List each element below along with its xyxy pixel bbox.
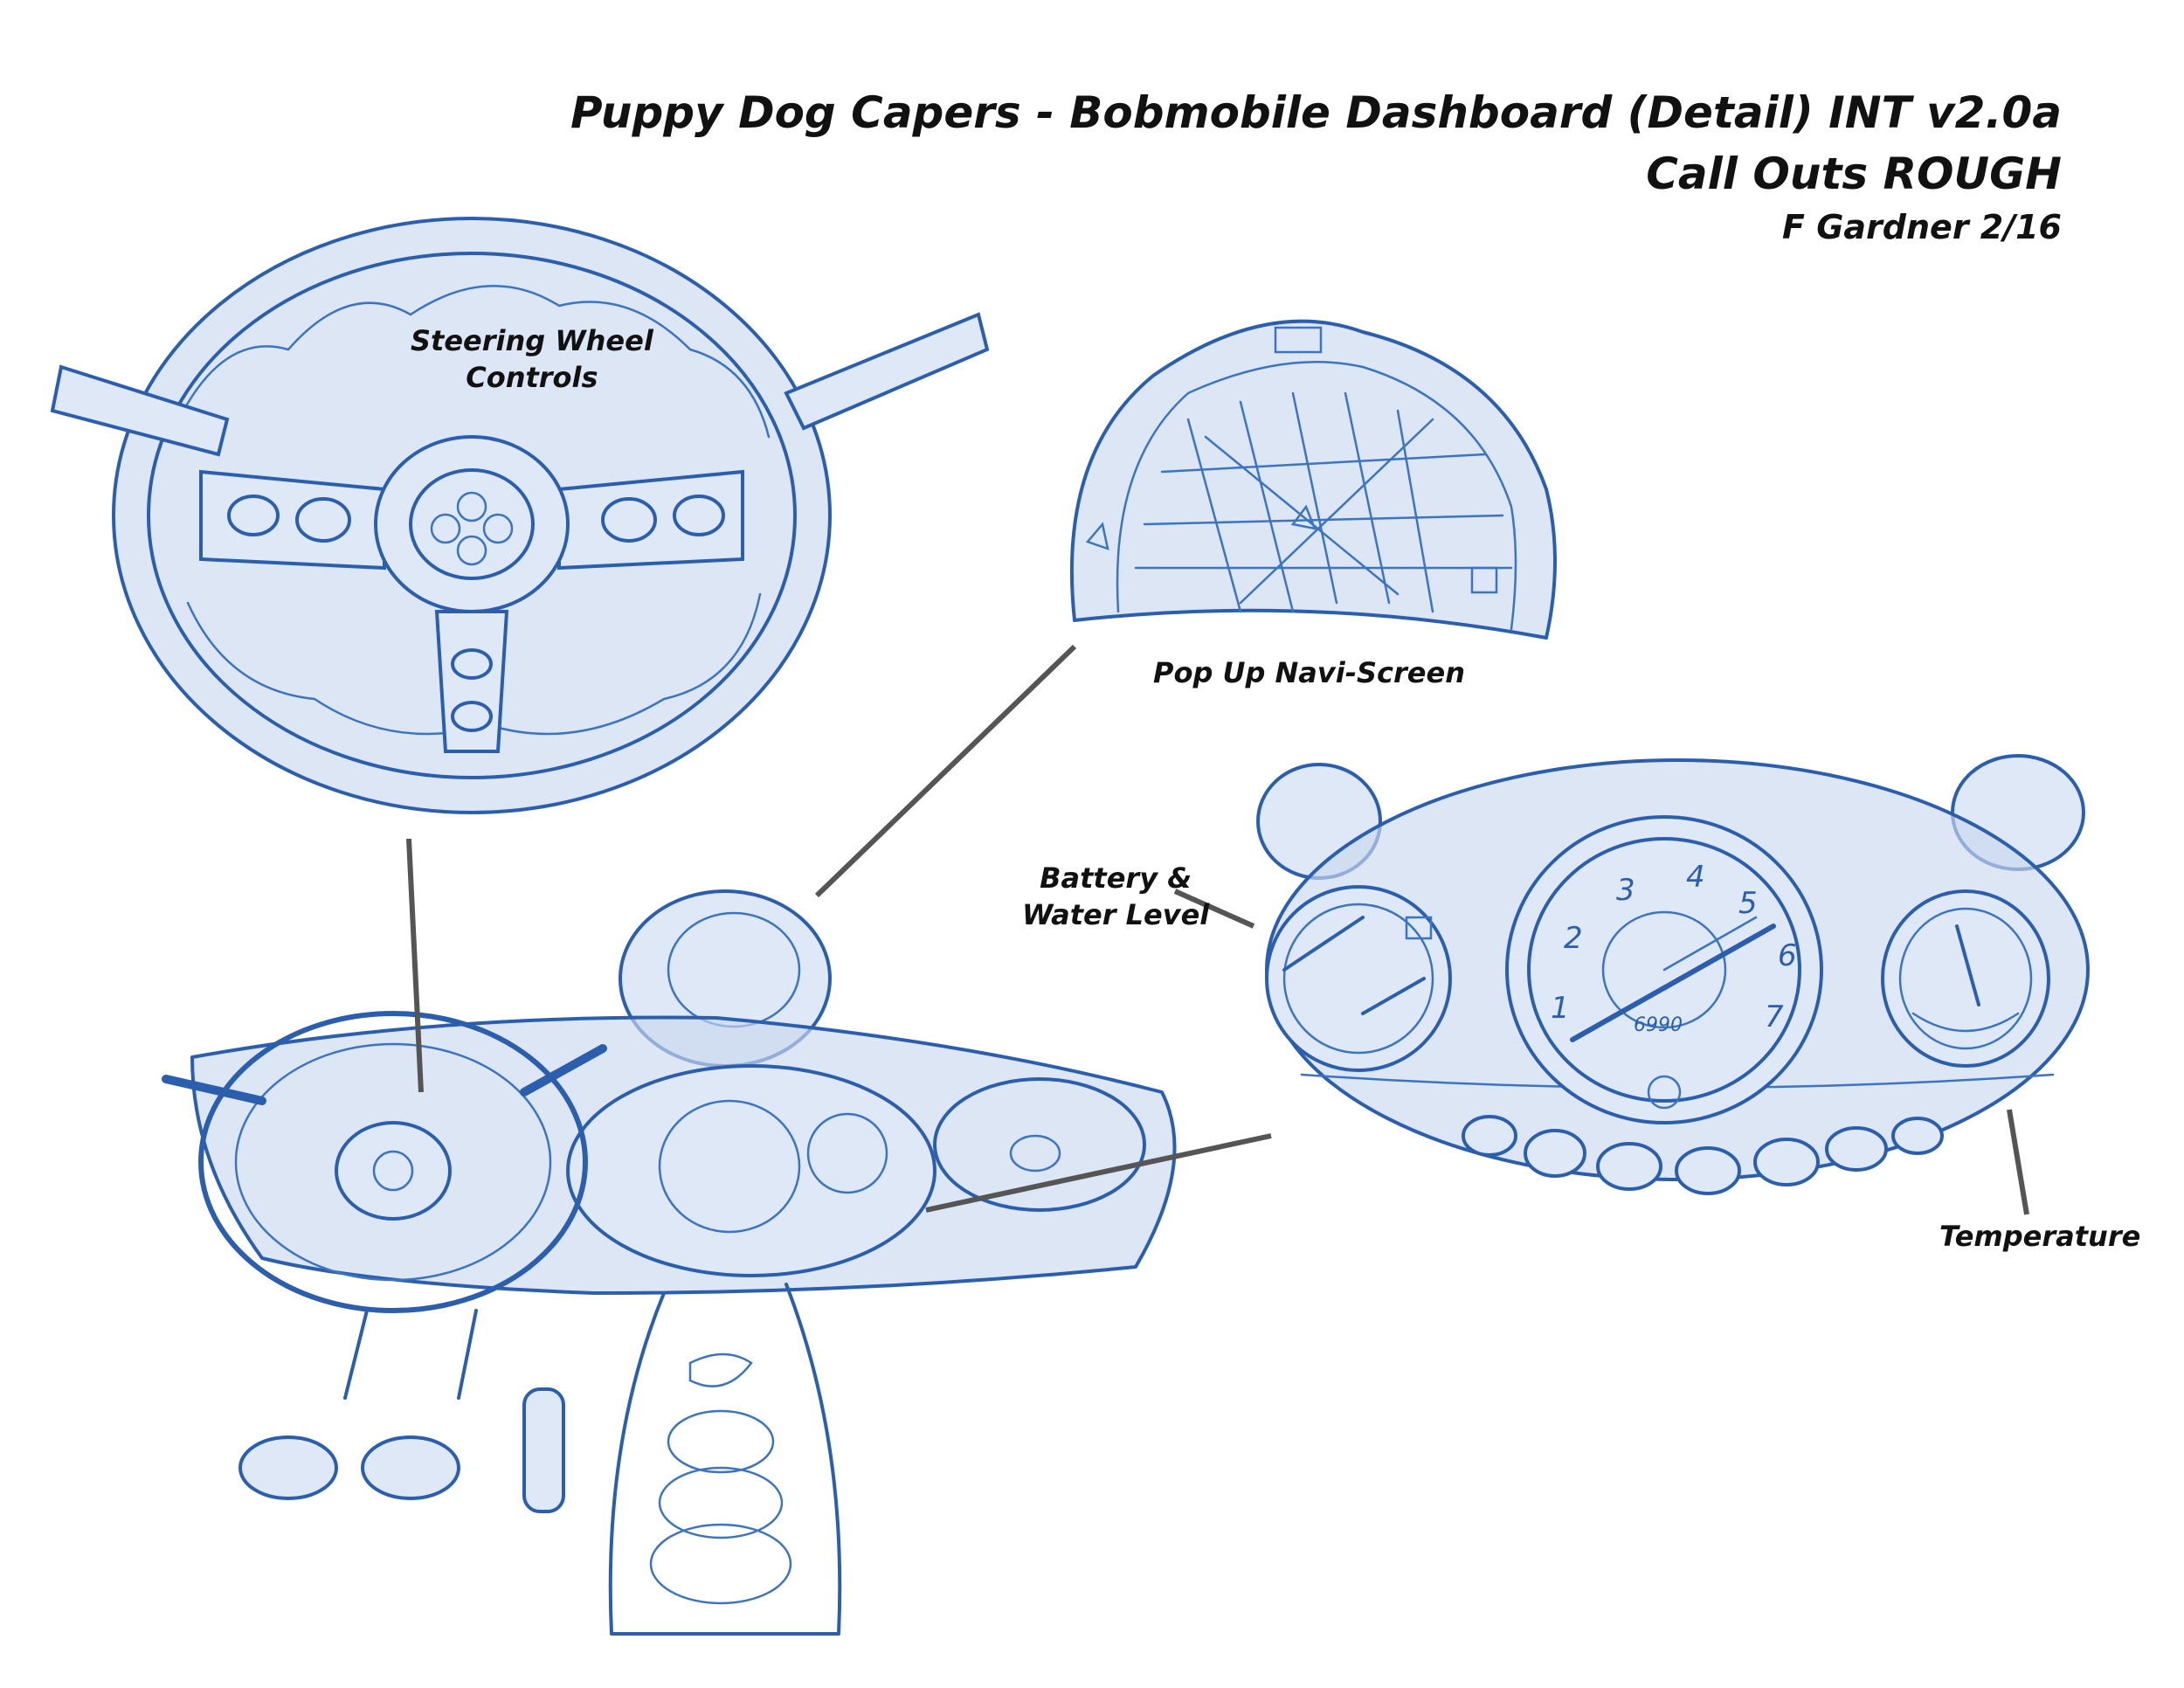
callout-steering-line2: Controls [466, 360, 598, 394]
callout-pop-up-navi-screen: Pop Up Navi-Screen [1153, 656, 1465, 689]
instrument-cluster-detail [1256, 754, 2090, 1195]
odometer-readout: 6990 [1634, 1014, 1683, 1036]
callout-battery-line1: Battery & [1040, 861, 1192, 895]
leader-cluster [925, 1133, 1272, 1213]
sheet-subtitle: Call Outs ROUGH [1646, 149, 2062, 199]
dial-number-5: 5 [1738, 886, 1758, 921]
callout-battery-water-level: Battery & Water Level [1022, 861, 1209, 933]
callout-temperature: Temperature [1939, 1220, 2141, 1253]
author-date: F Gardner 2/16 [1782, 208, 2062, 246]
right-stalk [784, 312, 990, 431]
leader-navi [814, 644, 1077, 898]
left-stalk [50, 364, 230, 457]
callout-steering-line1: Steering Wheel [411, 324, 653, 357]
speedometer-numbers: 1 2 3 4 5 6 7 6990 [1551, 860, 1797, 1036]
dial-number-4: 4 [1686, 860, 1705, 895]
dial-number-6: 6 [1778, 938, 1797, 973]
steering-wheel-detail [50, 217, 990, 814]
callout-battery-line2: Water Level [1022, 897, 1210, 931]
navi-screen-detail [1069, 319, 1557, 640]
leader-battery [1173, 889, 1255, 929]
dial-number-7: 7 [1765, 1000, 1784, 1034]
leader-lines [406, 644, 2029, 1215]
sheet-title: Puppy Dog Capers - Bobmobile Dashboard (… [570, 87, 2062, 138]
dial-number-2: 2 [1564, 921, 1583, 956]
dial-number-3: 3 [1616, 873, 1635, 908]
dial-number-1: 1 [1551, 991, 1570, 1026]
callout-steering-wheel-controls: Steering Wheel Controls [411, 323, 653, 396]
leader-temperature [2007, 1109, 2029, 1215]
leader-steering [406, 838, 424, 1093]
dashboard-overview [162, 889, 1177, 1636]
